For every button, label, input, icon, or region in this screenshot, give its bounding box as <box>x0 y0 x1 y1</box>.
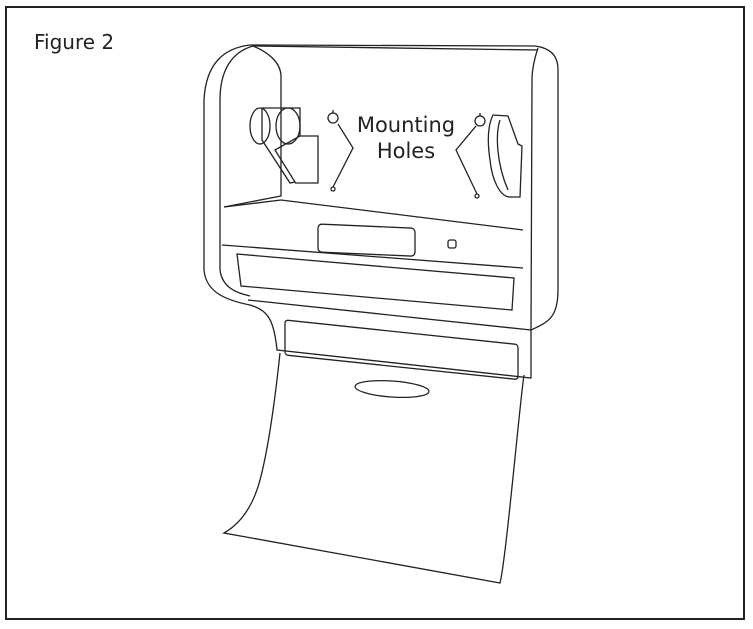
right-roll-holder <box>487 114 523 198</box>
top-back-edge <box>252 45 539 51</box>
right-leader-line <box>455 125 478 195</box>
callout-line-1: Mounting <box>356 113 456 137</box>
figure-frame <box>5 6 745 620</box>
paper-towel-sheet <box>222 352 525 584</box>
callout-line-2: Holes <box>376 139 436 163</box>
left-side-panel <box>223 45 282 208</box>
indicator-light <box>447 239 457 249</box>
left-leader-line <box>332 123 354 188</box>
mounting-holes-callout: Mounting Holes <box>346 112 466 164</box>
shelf-top <box>223 199 524 231</box>
right-side-panel <box>530 47 539 331</box>
shelf-front <box>221 244 524 269</box>
figure-label: Figure 2 <box>34 30 115 54</box>
housing-outline <box>203 44 559 379</box>
right-mounting-hole <box>474 113 486 199</box>
left-roll-holder <box>249 107 319 184</box>
lower-cover <box>284 319 519 380</box>
dispense-slot <box>236 253 515 311</box>
display-window <box>317 223 416 257</box>
housing-inner-left <box>219 45 254 297</box>
housing-bottom-edge <box>247 299 532 331</box>
oval-logo <box>354 379 430 399</box>
